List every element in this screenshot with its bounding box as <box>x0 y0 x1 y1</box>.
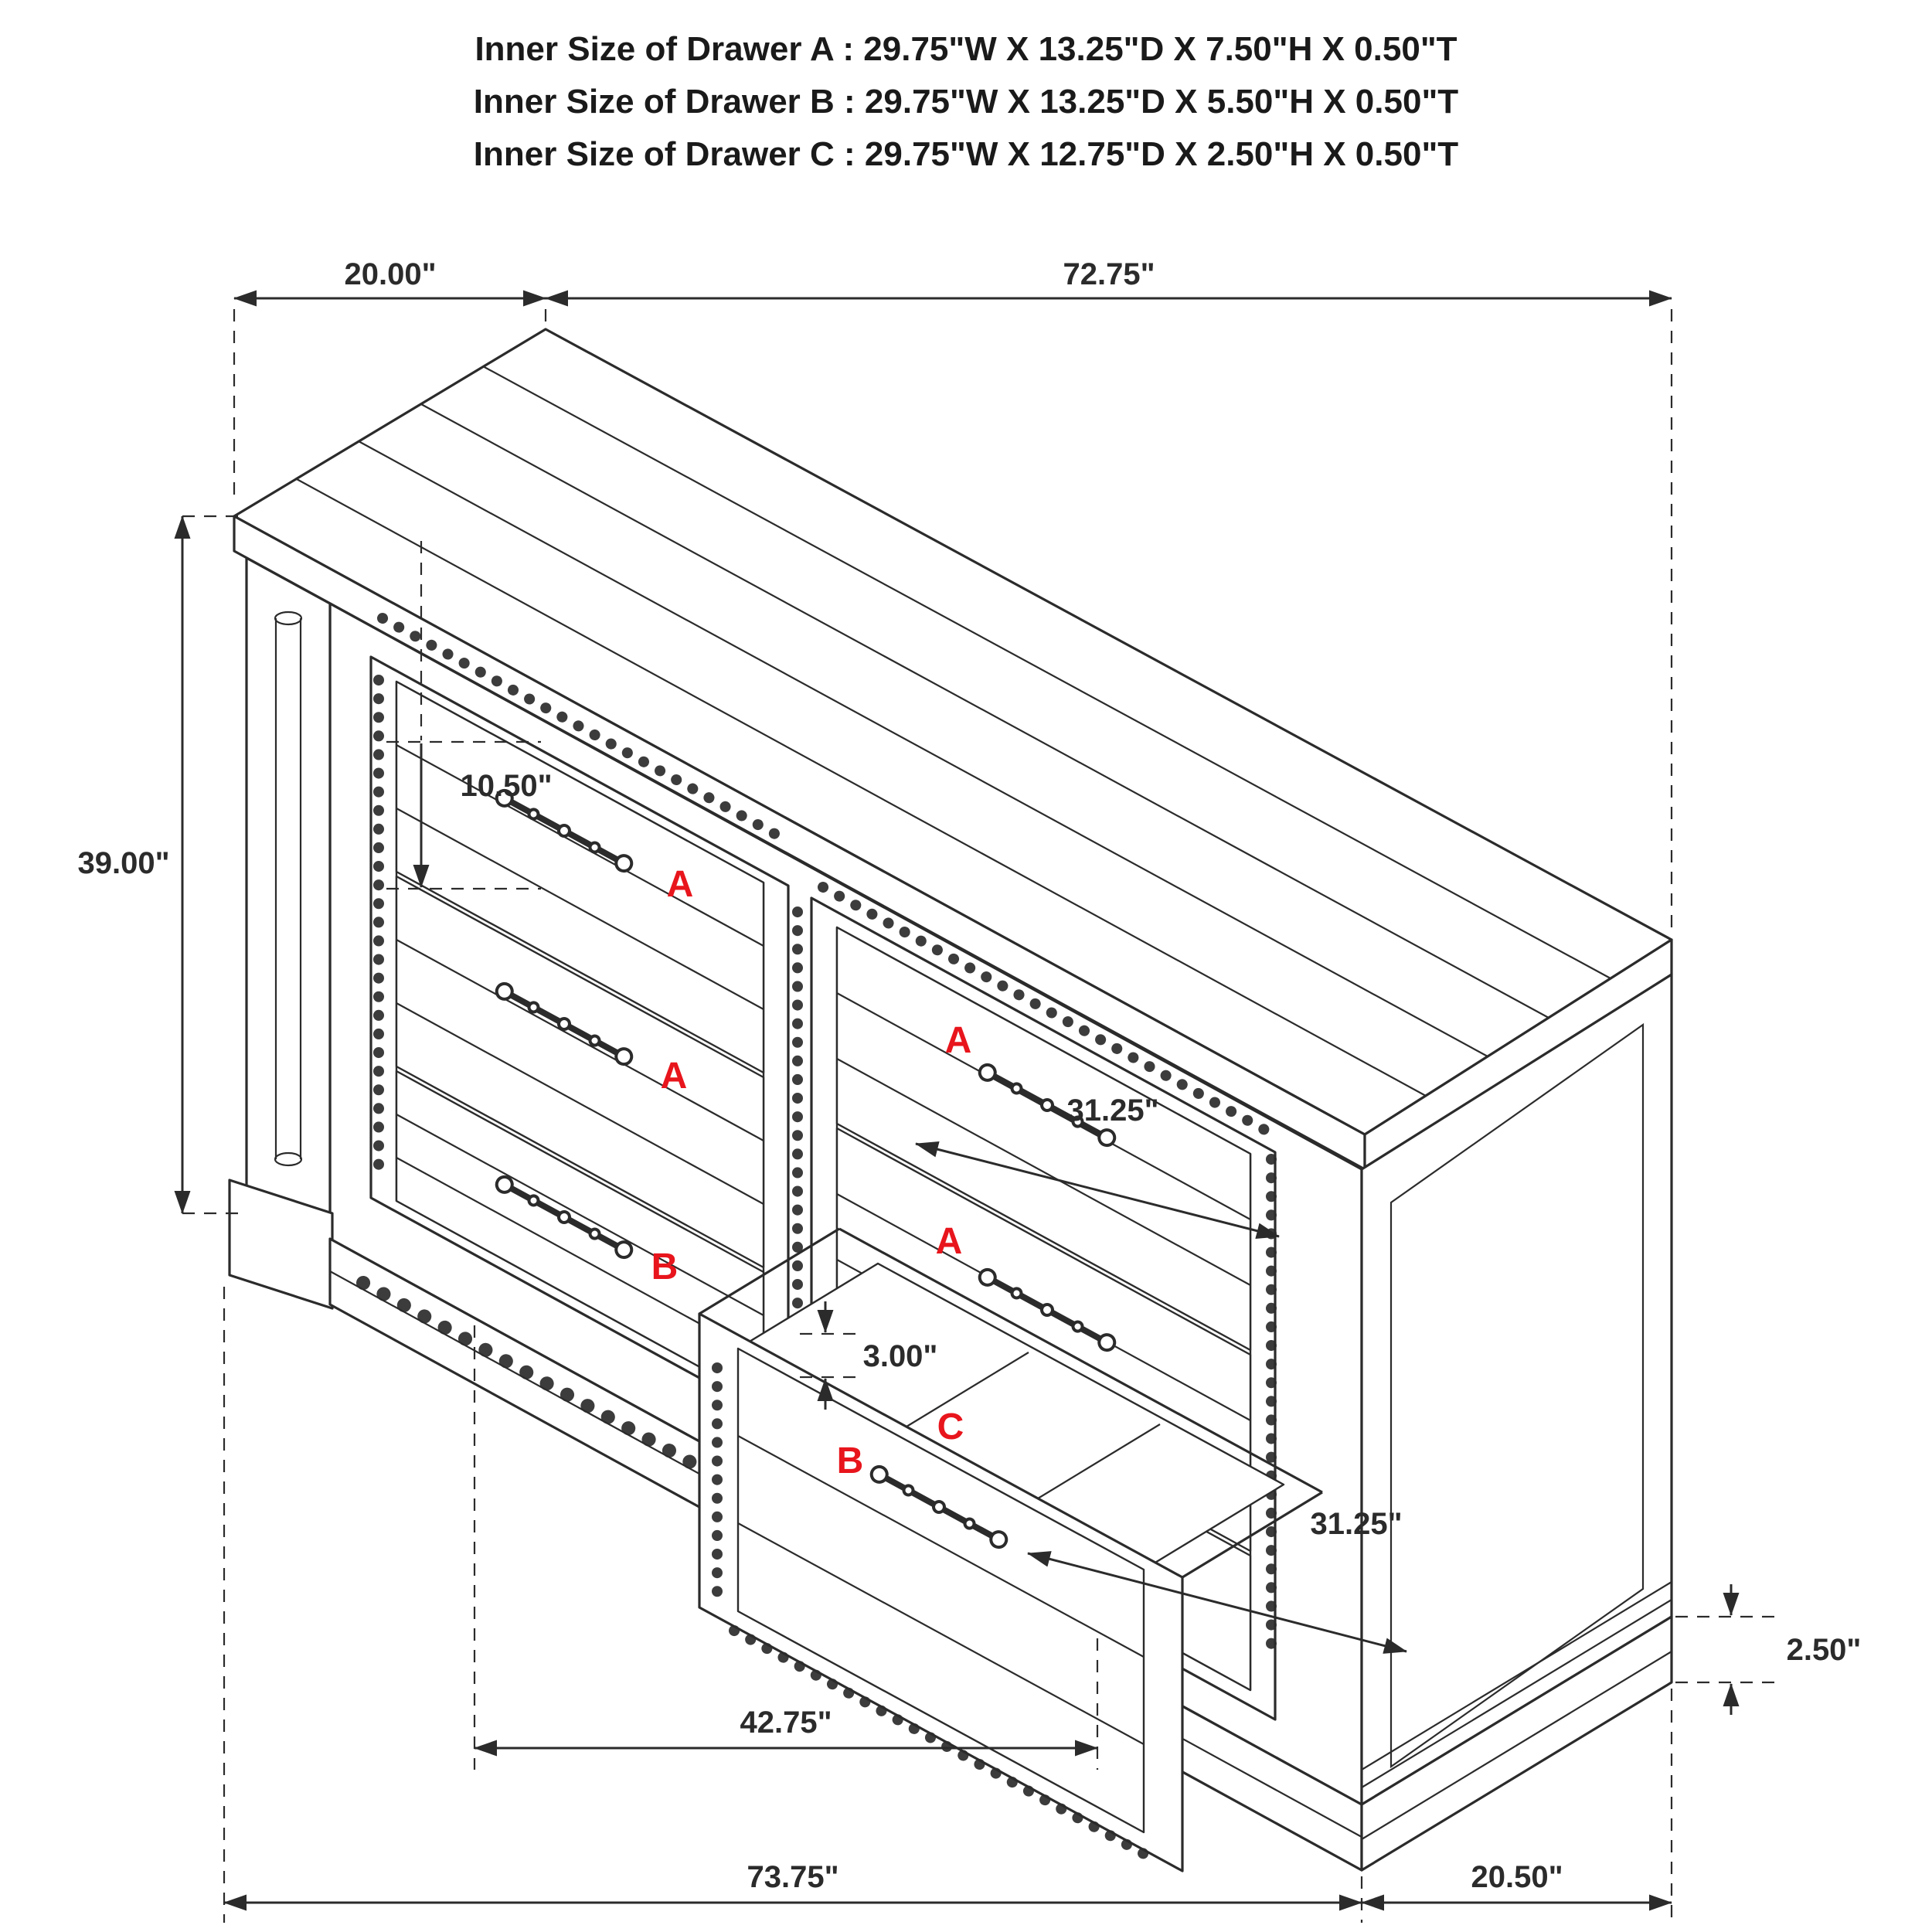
left-base-block <box>228 1179 334 1310</box>
label-drawer-b-pulled: B <box>837 1440 864 1481</box>
label-drawer-a-right-middle: A <box>936 1221 963 1262</box>
drawer-slat-line <box>396 808 764 1010</box>
top-plank-line <box>358 440 1488 1057</box>
dim-top-depth-label: 20.00" <box>344 257 436 291</box>
right-end-molding <box>1361 1581 1672 1770</box>
dim-drawer-width-right-label: 31.25" <box>1066 1094 1158 1128</box>
left-drawer-bank <box>369 613 790 1428</box>
drawer-slat-line <box>396 939 764 1141</box>
dim-gap-label: 3.00" <box>863 1339 938 1373</box>
dimension-annotations: 20.00" 72.75" 39.00" 10.50" 31.25" 3.00"… <box>77 257 1861 1923</box>
drawer-letter-labels: A A B A A C B <box>651 864 972 1481</box>
left-post-column-cap <box>274 1151 303 1167</box>
dim-base-height-label: 2.50" <box>1787 1633 1862 1667</box>
base-right-molding <box>1361 1651 1672 1840</box>
pulled-out-drawer-b <box>698 1227 1323 1872</box>
label-compartment-c: C <box>937 1406 964 1447</box>
label-drawer-a-left-top: A <box>667 864 694 905</box>
dim-opening-width-label: 42.75" <box>740 1706 832 1740</box>
dim-top-width-label: 72.75" <box>1063 257 1155 291</box>
label-drawer-a-right-top: A <box>945 1020 972 1061</box>
header-line-1: Inner Size of Drawer A : 29.75"W X 13.25… <box>474 30 1457 68</box>
right-bank-top-trim <box>818 882 1274 1138</box>
left-bank-top-trim <box>377 613 784 842</box>
drawer-slat-line <box>396 1114 764 1316</box>
left-post-column-cap <box>274 611 303 626</box>
drawer-slat-line <box>737 1522 1145 1745</box>
drawer-a-right-top <box>835 926 1252 1352</box>
dim-total-width-label: 73.75" <box>747 1860 838 1894</box>
dim-drawer-opening-label: 10.50" <box>460 769 552 803</box>
label-drawer-a-left-middle: A <box>661 1056 688 1097</box>
drawer-slat-line <box>396 1002 764 1205</box>
top-plank-line <box>420 403 1549 1019</box>
dim-height-label: 39.00" <box>77 846 169 880</box>
header-line-3: Inner Size of Drawer C : 29.75"W X 12.75… <box>474 135 1459 173</box>
drawer-slat-line <box>396 744 764 947</box>
drawer-interior-divider <box>888 1352 1029 1438</box>
base-right-band <box>1360 1615 1673 1872</box>
top-plank-line <box>296 478 1427 1097</box>
drawer-box-back-top-edge <box>838 1227 1323 1494</box>
dresser-top-slab <box>233 328 1673 1171</box>
header-line-2: Inner Size of Drawer B : 29.75"W X 13.25… <box>474 83 1459 121</box>
left-post <box>245 556 332 1240</box>
right-end-molding <box>1361 1599 1672 1788</box>
dim-line-drawer-width-bottom <box>1027 1551 1407 1654</box>
dim-line-drawer-width-right <box>915 1141 1280 1239</box>
dim-total-depth-label: 20.50" <box>1471 1860 1563 1894</box>
drawer-box-left-top-edge <box>699 1227 840 1315</box>
top-plank-line <box>482 366 1611 979</box>
dim-drawer-width-bottom-label: 31.25" <box>1310 1507 1402 1541</box>
header: Inner Size of Drawer A : 29.75"W X 13.25… <box>474 30 1459 173</box>
label-drawer-b-left: B <box>651 1247 679 1287</box>
drawer-interior-divider <box>1019 1423 1161 1510</box>
